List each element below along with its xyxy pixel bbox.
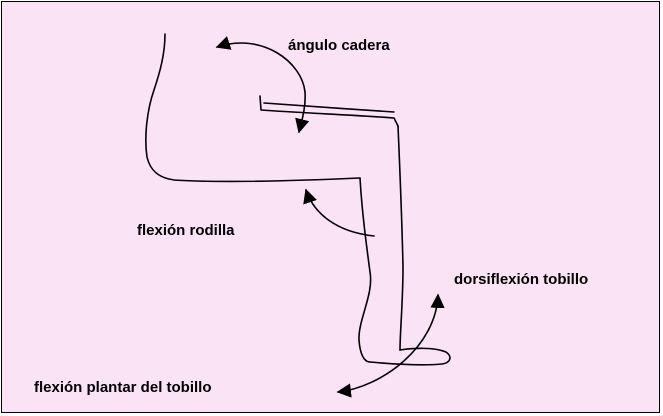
- hip-angle-label: ángulo cadera: [288, 37, 390, 54]
- diagram-background: [2, 2, 659, 412]
- ankle-dorsiflexion-label: dorsiflexión tobillo: [454, 271, 588, 288]
- knee-flexion-label: flexión rodilla: [137, 222, 235, 239]
- hip-angle-arrow: [215, 36, 310, 134]
- leg-diagram: ángulo cadera flexión rodilla dorsiflexi…: [2, 2, 659, 412]
- buttock-and-thigh-underside: [145, 33, 361, 183]
- ankle-plantar-flexion-label: flexión plantar del tobillo: [34, 379, 212, 396]
- knee-flexion-arrow: [303, 188, 375, 237]
- ankle-motion-arrow: [336, 293, 445, 398]
